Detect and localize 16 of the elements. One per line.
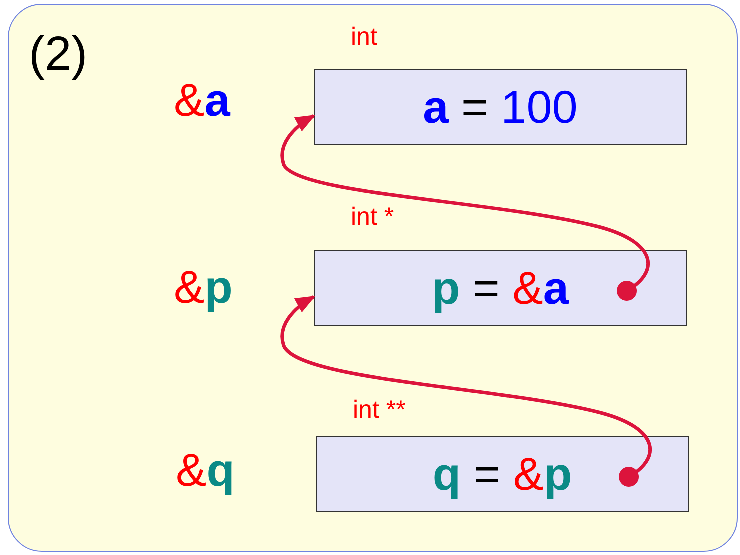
type-label: int xyxy=(351,25,378,50)
address-label: &a xyxy=(174,77,230,123)
assignment-text: a = 100 xyxy=(423,84,578,130)
type-label: int * xyxy=(351,205,394,230)
variable-box xyxy=(314,69,687,145)
variable-box xyxy=(314,250,687,326)
type-label: int ** xyxy=(353,398,406,423)
panel xyxy=(8,4,738,552)
assignment-text: q = &p xyxy=(432,451,572,497)
address-label: &p xyxy=(174,264,233,310)
assignment-text: p = &a xyxy=(432,265,569,311)
pointer-arrow xyxy=(280,114,650,301)
pointer-arrow xyxy=(280,296,652,487)
variable-box xyxy=(316,436,689,512)
step-number: (2) xyxy=(29,31,88,79)
address-label: &q xyxy=(176,447,235,493)
